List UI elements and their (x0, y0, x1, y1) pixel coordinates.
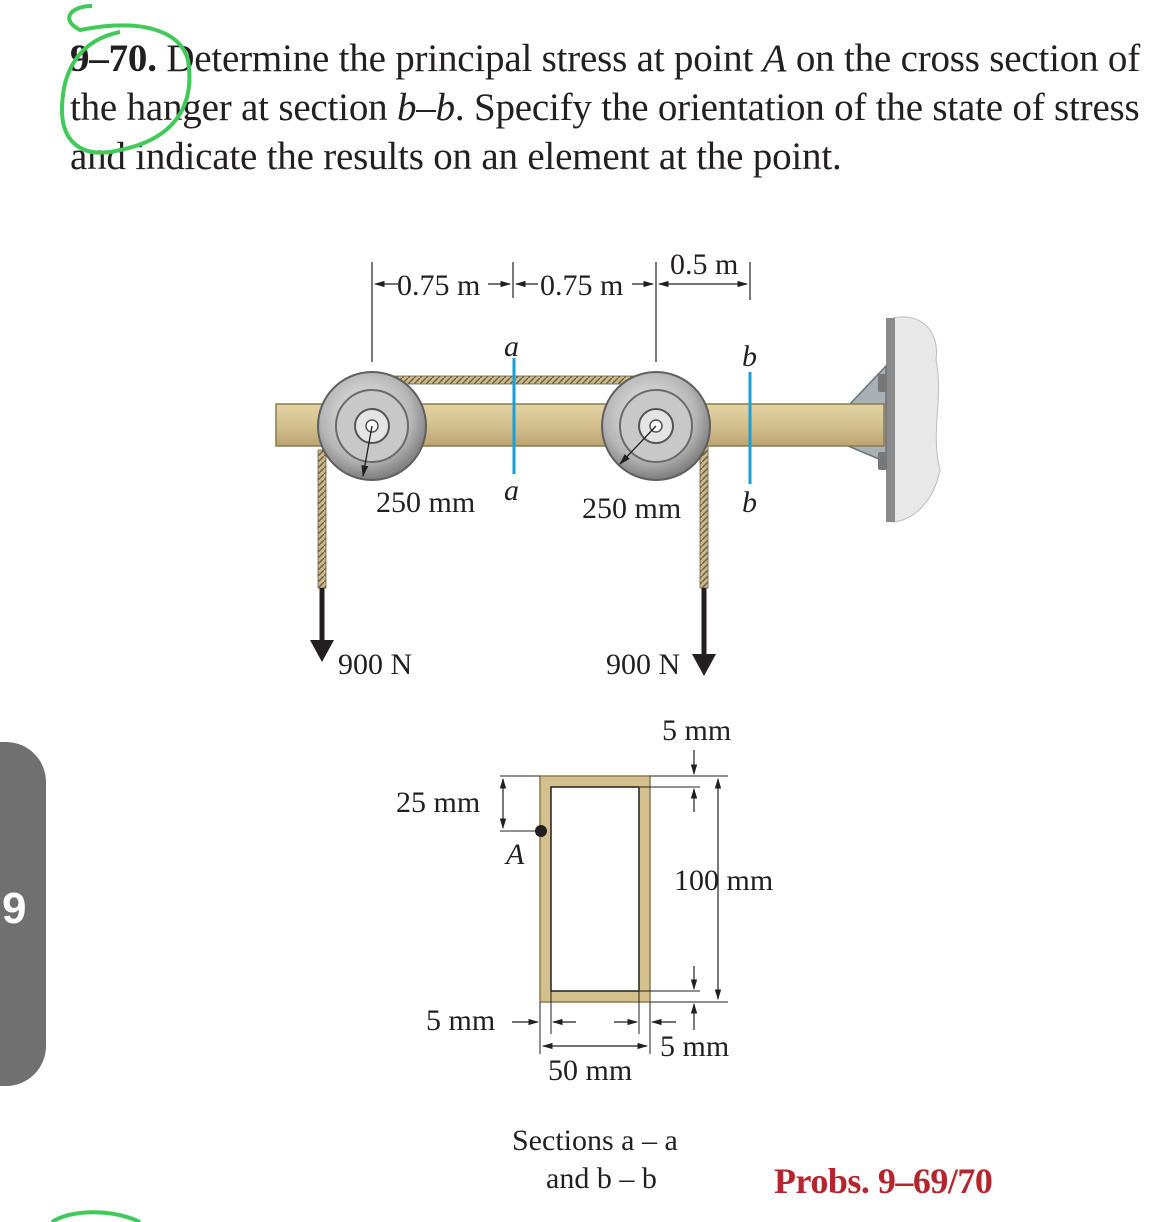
load-right-label: 900 N (606, 648, 680, 681)
annotation-circle (59, 4, 192, 155)
wall (892, 316, 941, 523)
problem-text-2: on the cross section of the hanger at se… (70, 37, 1140, 129)
dim-height-label: 100 mm (674, 864, 773, 897)
load-left-label: 900 N (338, 648, 412, 681)
dim-left-wall-label: 5 mm (426, 1004, 495, 1037)
section-a-bottom: a (504, 474, 519, 507)
cross-section (535, 775, 651, 1003)
problem-section: b–b (396, 86, 455, 129)
chapter-tab (0, 742, 46, 1086)
rope-left (317, 449, 327, 589)
problem-text-3: . Specify the orientation of the state o… (70, 86, 1140, 178)
point-A-marker (535, 825, 547, 837)
dim-left-label: 0.75 m (397, 269, 480, 302)
pulley-right (601, 371, 711, 481)
chapter-number: 9 (2, 884, 27, 933)
section-a-top: a (504, 330, 519, 363)
wall-plate (886, 318, 895, 522)
problem-statement: 9–70. Determine the principal stress at … (70, 34, 1150, 181)
section-caption-2: and b – b (546, 1162, 657, 1195)
dim-mid-label: 0.75 m (540, 269, 623, 302)
problem-number: 9–70. (70, 37, 157, 80)
rope-right (699, 445, 709, 589)
section-caption-1: Sections a – a (512, 1124, 678, 1157)
problem-text-1: Determine the principal stress at point (166, 37, 763, 80)
dim-top-wall-label: 5 mm (662, 714, 731, 747)
section-b-top: b (742, 340, 757, 373)
dim-bottom-wall-label: 5 mm (660, 1030, 729, 1063)
radius-left-label: 250 mm (376, 486, 475, 519)
dim-width-label: 50 mm (548, 1054, 632, 1087)
pulley-left (317, 371, 427, 481)
figure-caption: Probs. 9–69/70 (774, 1161, 993, 1201)
dim-A-label: 25 mm (396, 786, 480, 819)
annotation-mark-bottom (50, 1210, 141, 1222)
section-b-bottom: b (742, 486, 757, 519)
point-A-label: A (504, 838, 525, 871)
radius-right-label: 250 mm (582, 492, 681, 525)
dim-right-label: 0.5 m (670, 248, 738, 281)
problem-point: A (762, 37, 787, 80)
